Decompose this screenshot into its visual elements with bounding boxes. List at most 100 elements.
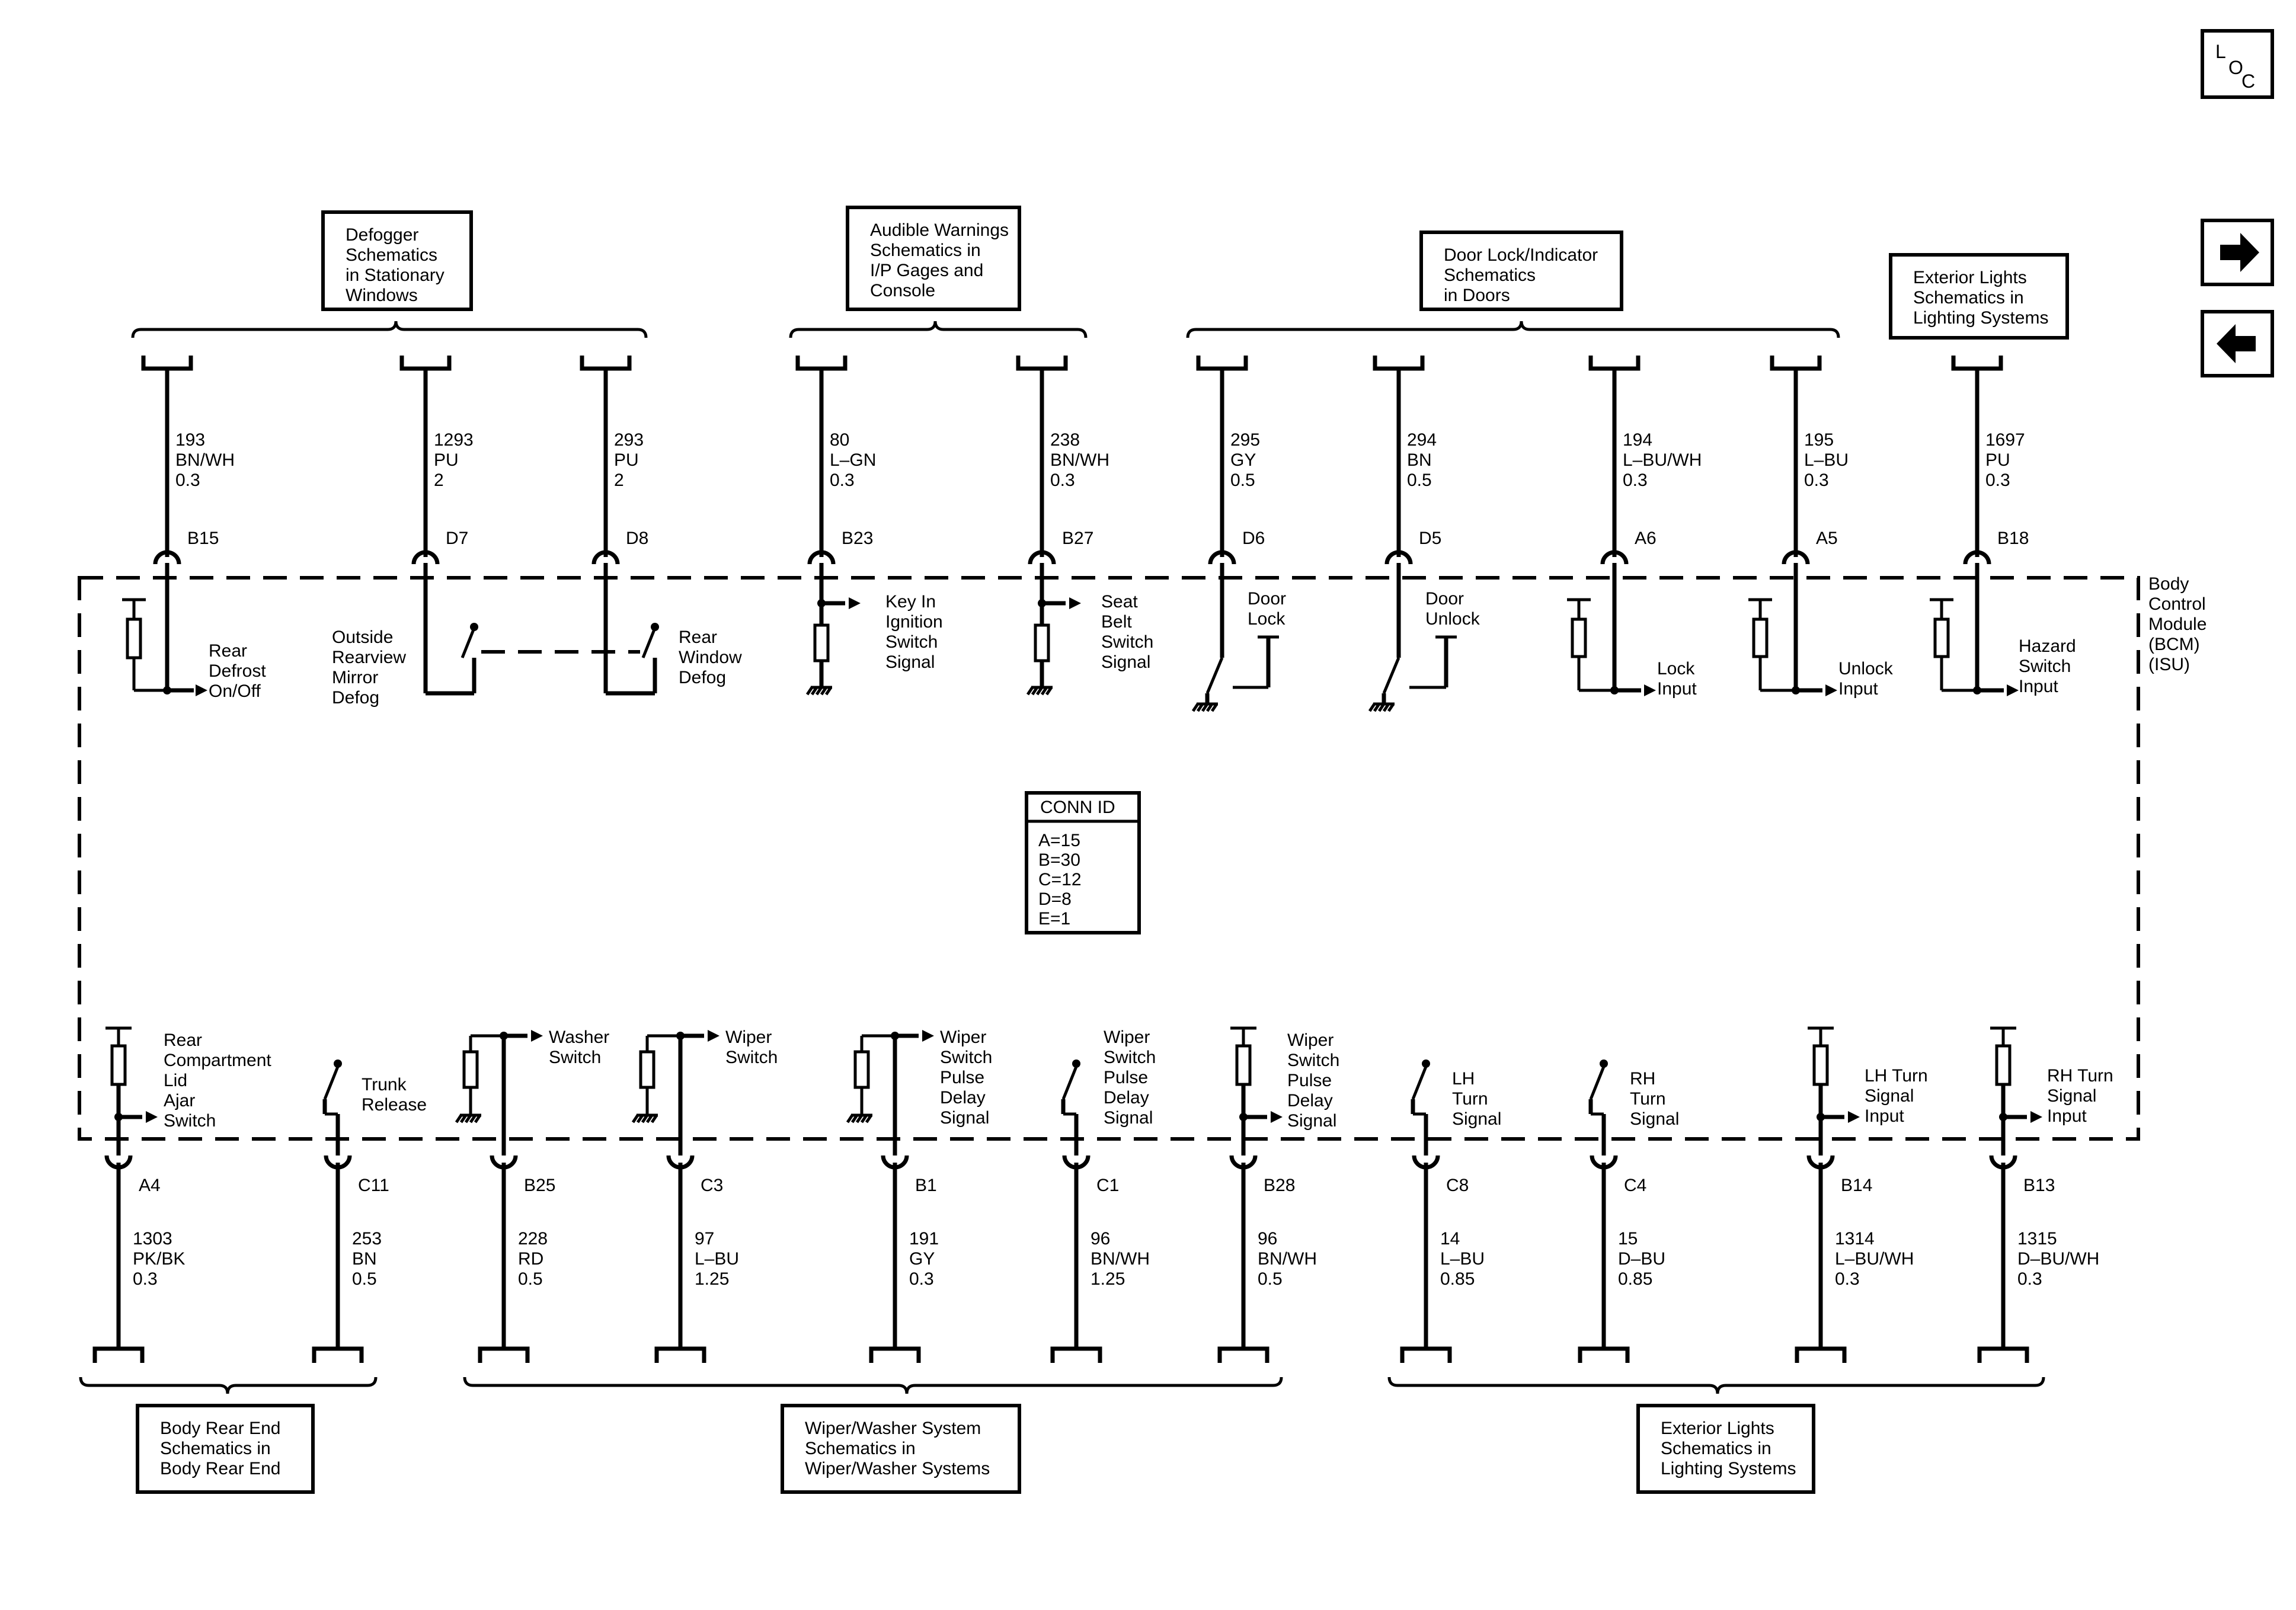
conn-id-title: CONN ID [1040, 798, 1115, 817]
top-group-doorlock-line: in Doors [1444, 286, 1510, 305]
bottom-group-exterior-line: Exterior Lights [1661, 1419, 1774, 1438]
harness-connector [1588, 356, 1641, 371]
circuit-number: 1697 [1985, 430, 2025, 450]
function-label: Signal [1452, 1109, 1501, 1129]
group-brace [79, 1377, 378, 1394]
wire-color: PU [434, 450, 459, 470]
circuit-number: 80 [830, 430, 849, 450]
wire-gauge: 0.5 [1258, 1269, 1283, 1289]
conn-id-line: E=1 [1038, 909, 1070, 929]
harness-connector [1016, 356, 1068, 371]
function-label: Switch [1104, 1048, 1156, 1067]
bottom-group-exterior-box [1636, 1404, 1815, 1494]
ground-hatch [1031, 686, 1039, 696]
top-group-defogger-line: in Stationary [346, 265, 445, 285]
wire-gauge: 2 [434, 470, 444, 490]
wire-gauge: 0.3 [133, 1269, 158, 1289]
function-label: Wiper [1104, 1028, 1150, 1047]
junction-dot [651, 623, 659, 631]
ground-hatch [464, 1114, 472, 1124]
function-label: Lock [1248, 609, 1285, 629]
connector-pin: D7 [446, 529, 468, 548]
ground-hatch [820, 686, 828, 696]
conn-id-line: C=12 [1038, 870, 1082, 889]
wire-color: BN [1407, 450, 1432, 470]
ground-hatch [1191, 703, 1200, 712]
connector-pin: A6 [1635, 529, 1657, 548]
bcm-label: Control [2148, 594, 2206, 614]
function-label: RH Turn [2047, 1066, 2113, 1086]
function-label: On/Off [209, 681, 261, 701]
resistor [1933, 617, 1950, 658]
connector-terminal [591, 550, 620, 565]
function-label: Unlock [1838, 659, 1894, 678]
function-label: Door [1248, 589, 1286, 609]
top-group-exterior-box [1889, 253, 2069, 340]
circuit-number: 1314 [1835, 1229, 1875, 1249]
arrow-head [708, 1030, 720, 1042]
loc-icon[interactable] [2201, 29, 2274, 99]
connector-pin: D6 [1242, 529, 1265, 548]
resistor [1571, 617, 1587, 658]
group-brace [1387, 1377, 2045, 1394]
arrow-head [1644, 684, 1656, 696]
function-label: LH Turn [1865, 1066, 1928, 1086]
wire-segment [1061, 1066, 1078, 1100]
ground-hatch [824, 686, 833, 696]
arrow-head [531, 1030, 543, 1042]
circuit-number: 194 [1623, 430, 1652, 450]
top-group-exterior-line: Lighting Systems [1913, 308, 2048, 328]
wire-color: BN [352, 1249, 377, 1269]
circuit-number: 193 [175, 430, 205, 450]
arrow-left-icon [2217, 324, 2256, 363]
back-button[interactable] [2201, 310, 2274, 377]
wire-gauge: 0.3 [909, 1269, 934, 1289]
wire-segment [323, 1066, 340, 1100]
forward-button[interactable] [2201, 219, 2274, 286]
connector-pin: B18 [1997, 529, 2029, 548]
function-label: Switch [164, 1111, 216, 1131]
connector-pin: A5 [1816, 529, 1838, 548]
arrow-head [1271, 1111, 1283, 1123]
ground-hatch [459, 1114, 468, 1124]
resistor [1235, 1044, 1252, 1086]
wire-gauge: 0.3 [1050, 470, 1075, 490]
harness-connector [1400, 1346, 1452, 1363]
wire-color: BN/WH [1258, 1249, 1317, 1269]
harness-connector [1795, 1346, 1847, 1363]
harness-connector [478, 1346, 530, 1363]
group-brace [463, 1377, 1283, 1394]
arrow-head [1825, 684, 1837, 696]
loc-letter-l: L [2215, 41, 2226, 62]
bottom-group-exterior-line: Lighting Systems [1661, 1459, 1796, 1478]
connector-pin: B27 [1062, 529, 1093, 548]
function-label: Trunk [362, 1075, 407, 1094]
junction-dot [470, 623, 478, 631]
ground-hatch [474, 1114, 482, 1124]
wire-segment [1589, 1066, 1606, 1100]
loc-letter-o: O [2228, 57, 2243, 78]
ground-hatch [815, 686, 823, 696]
wire-color: BN/WH [1091, 1249, 1150, 1269]
ground-hatch [1205, 703, 1214, 712]
wire-gauge: 0.3 [2017, 1269, 2042, 1289]
harness-connector [580, 356, 632, 371]
function-label: Turn [1630, 1089, 1666, 1109]
wire-color: GY [1230, 450, 1256, 470]
connector-pin: D5 [1419, 529, 1441, 548]
ground-hatch [1368, 703, 1376, 712]
bcm-outline [78, 576, 2140, 1141]
wire-color: RD [518, 1249, 543, 1269]
wire-color: D–BU/WH [2017, 1249, 2099, 1269]
function-label: Switch [1287, 1051, 1339, 1070]
wire-color: PU [1985, 450, 2010, 470]
ground-hatch [1210, 703, 1219, 712]
ground-hatch [1196, 703, 1204, 712]
ground-hatch [865, 1114, 873, 1124]
junction-dot [1600, 1060, 1608, 1068]
top-group-defogger-line: Defogger [346, 225, 418, 245]
bottom-group-body-rear-line: Body Rear End [160, 1419, 280, 1438]
function-label: Rear [209, 641, 247, 661]
function-label: Belt [1101, 612, 1132, 632]
ground-hatch [636, 1114, 644, 1124]
